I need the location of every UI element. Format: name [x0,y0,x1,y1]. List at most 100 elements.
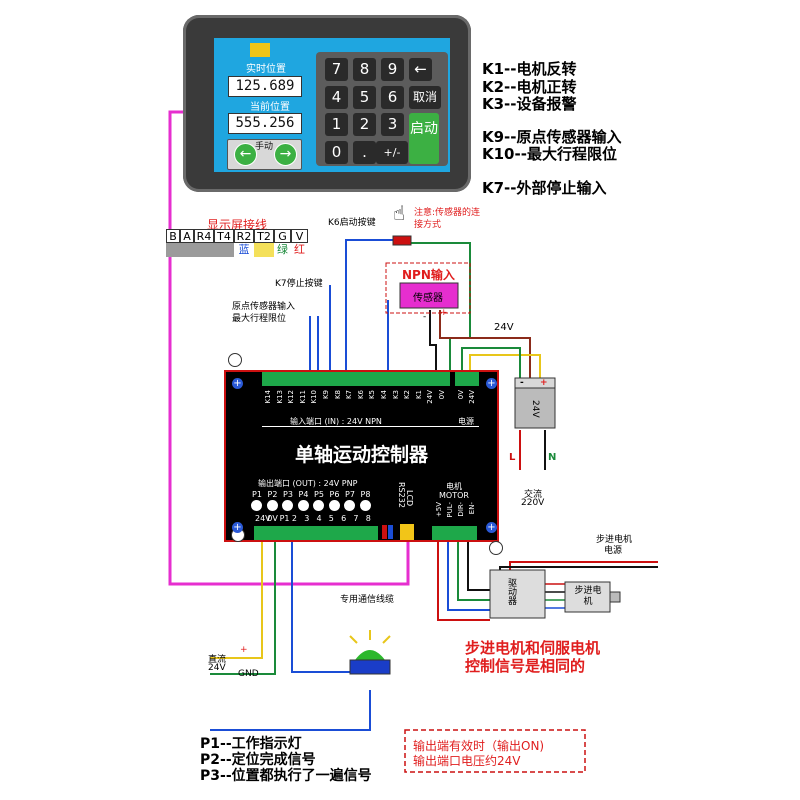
psu-minus-wire [461,347,521,380]
start-button[interactable]: 启动 [409,113,439,164]
output-pin-label: P1 [252,490,262,499]
sensor-note: 注意:传感器的连接方式 [414,208,481,230]
input-pin-label: K5 [368,390,377,400]
output-terminal-label: 7 [353,514,359,523]
key-8[interactable]: 8 [353,58,376,81]
input-port-line [262,426,479,427]
hand-pointer-icon: ☝ [393,201,406,225]
key-sign[interactable]: +/- [376,141,408,164]
disp-pin-t4: T4 [214,229,234,243]
key-6[interactable]: 6 [381,86,404,109]
psu-minus: - [520,378,524,388]
input-pin-label: K9 [322,390,330,400]
input-pin-label: K13 [275,390,284,404]
display-cable [168,110,410,586]
input-pin-label: K12 [287,390,296,404]
key-5[interactable]: 5 [353,86,376,109]
input-pin-label: 0V [438,390,446,400]
power-terminal-block [455,372,479,386]
k6-button [392,235,412,246]
disp-color-gray [166,243,234,257]
output-desc-p2: P2--定位完成信号 [200,752,316,768]
psu-plus-wire [469,354,541,380]
lamp-return-wire [210,690,371,731]
max-limit-label: 最大行程限位 [232,314,287,324]
screw-icon: + [232,522,243,533]
input-pin-label: K14 [264,390,272,404]
motion-controller [224,370,499,542]
output-pin-label: P2 [267,490,278,499]
key-2[interactable]: 2 [353,113,376,136]
output-pin-label: P8 [360,490,371,499]
display-connector-title: 显示屏接线 [206,218,267,232]
disp-pin-r4: R4 [194,229,214,243]
v220-label: 220V [521,498,545,508]
screw-icon: + [486,522,497,533]
input-pin-label: 24V [426,390,435,404]
ac-n-label: N [548,452,557,463]
psu-24v-label: 24V [530,400,540,418]
input-pin-label: K11 [298,390,307,404]
key-3[interactable]: 3 [381,113,404,136]
jog-left-button[interactable]: ← [234,143,257,166]
output-led-icon [328,500,340,511]
controller-title: 单轴运动控制器 [294,444,428,466]
key-7[interactable]: 7 [325,58,348,81]
key-dot[interactable]: . [353,141,376,164]
key-desc-k2: K2--电机正转 [482,78,577,96]
output-note-frame [404,729,586,773]
motor-en-label: MOTOR [439,491,469,500]
plus24-wire [210,541,263,659]
input-pin-label: K4 [380,390,388,400]
stepper-power-label-2: 电源 [604,546,623,556]
input-pin-label: K6 [356,390,365,400]
sensor-label: 传感器 [413,293,443,304]
dc-24v-label: 24V [208,663,226,673]
rs232-port [400,524,414,540]
stepper-motor-label: 步进电机 [574,586,602,607]
motor-pin-label: PUL- [446,502,454,518]
stepper-note-1: 步进电机和伺服电机 [465,639,601,657]
status-led [382,525,387,539]
motor-wire-4 [467,541,490,591]
motor-pin-label: EN- [468,502,476,515]
output-led-icon [359,500,371,511]
key-9[interactable]: 9 [381,58,404,81]
output-note-1: 输出端有效时（输出ON) [413,739,545,753]
output-terminal-label: 6 [341,514,347,523]
motor-wire-1 [437,541,490,621]
output-pin-label: P6 [329,490,340,499]
key-cancel[interactable]: 取消 [409,86,441,109]
key-0[interactable]: 0 [325,141,348,164]
input-pin-label: K10 [310,390,319,404]
key-desc-k7: K7--外部停止输入 [482,179,607,197]
k6-wire [345,239,395,372]
disp-color-blue: 蓝 [238,243,250,256]
output-terminal-label: P1 [279,514,290,523]
input-pin-label: K8 [333,390,342,400]
power-label: 电源 [458,417,474,426]
key-1[interactable]: 1 [325,113,348,136]
motor-wire-3 [457,541,490,601]
motor-cn-label: 电机 [446,482,462,491]
key-backspace[interactable]: ← [409,58,432,81]
key-4[interactable]: 4 [325,86,348,109]
manual-label: 手动 [255,142,274,152]
hmi-logo-icon [250,43,270,57]
key-desc-k9: K9--原点传感器输入 [482,128,622,146]
output-terminal-block [254,526,378,540]
output-led-icon [282,500,293,511]
v24-label: 24V [494,322,514,333]
output-desc-p3: P3--位置都执行了一遍信号 [200,768,372,784]
motor-terminal-block [432,526,477,540]
k6-start-label: K6启动按键 [328,218,376,228]
output-pin-label: P3 [283,490,293,499]
jog-right-button[interactable]: → [274,143,297,166]
realtime-label: 实时位置 [246,64,286,75]
ac-l-label: L [509,452,516,463]
status-led [388,525,393,539]
disp-pin-g: G [274,229,291,243]
disp-pin-b: B [166,229,180,243]
stepper-note-2: 控制信号是相同的 [465,657,586,675]
